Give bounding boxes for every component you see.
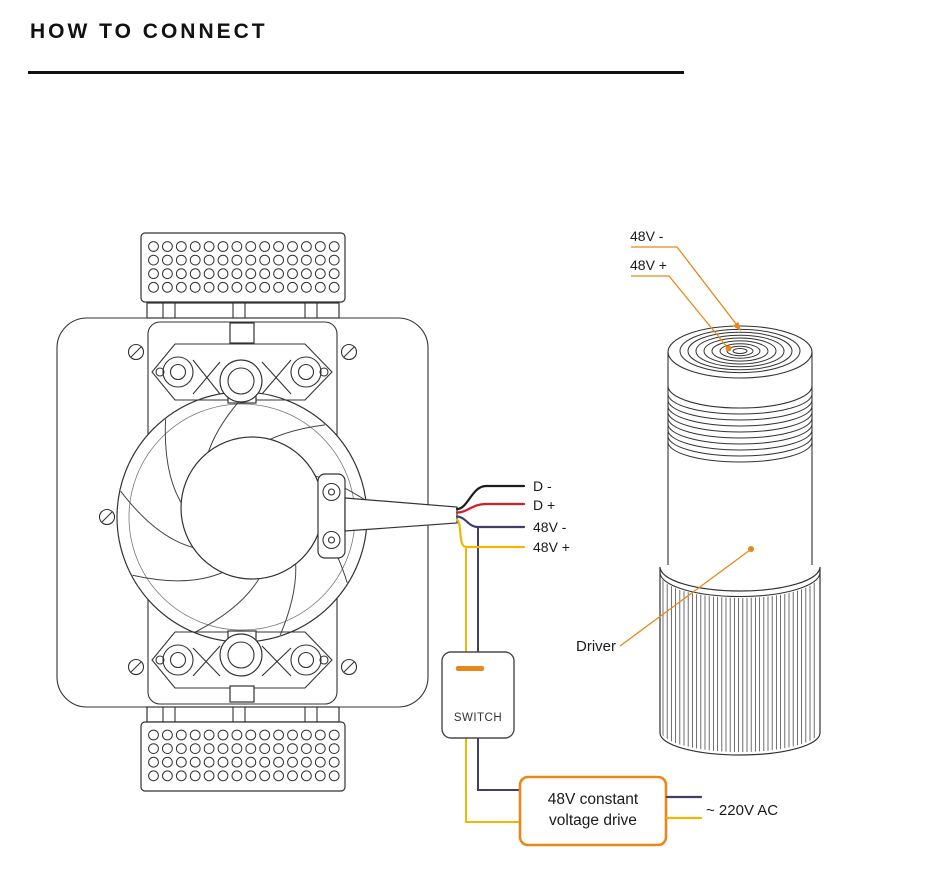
- driver-body-sides: [667, 352, 813, 565]
- wire-fanout: [455, 484, 526, 549]
- dot-48v-plus: [725, 345, 732, 352]
- page-title: HOW TO CONNECT: [30, 20, 268, 43]
- truss-center-bosses: [219, 359, 263, 677]
- drive-box-outline: [518, 775, 668, 847]
- vent-plate-bottom: [140, 706, 346, 792]
- title-underline: [28, 71, 684, 74]
- driver-heatsink-fins: [662, 574, 815, 752]
- leader-driver: [619, 549, 751, 647]
- wire-drop-48v-plus: [465, 546, 520, 823]
- switch-indicator: [456, 666, 484, 671]
- wire-label-d-plus: D +: [533, 497, 555, 513]
- driver-coil-rings: [679, 328, 801, 374]
- drive-box: 48V constant voltage drive: [518, 775, 668, 847]
- driver-cylinder: [659, 325, 821, 756]
- cable-bundle: [344, 497, 458, 532]
- label-driver-48v-plus: 48V +: [630, 257, 667, 273]
- fan-hub: [180, 436, 324, 580]
- wire-label-d-minus: D -: [533, 478, 552, 494]
- ac-input: ~ 220V AC: [665, 795, 778, 820]
- truss-bottom: [151, 631, 333, 689]
- dot-driver: [748, 546, 754, 552]
- vent-holes-top: [148, 241, 340, 293]
- lamp-unit: [56, 232, 458, 792]
- wire-drop-48v-minus: [477, 526, 520, 791]
- leader-48v-plus: [631, 275, 728, 348]
- truss-top: [151, 343, 333, 401]
- driver-heatsink-lip: [659, 572, 821, 598]
- driver-rim-band: [667, 385, 813, 409]
- wire-label-48v-minus: 48V -: [533, 519, 567, 535]
- drive-box-label-line2: voltage drive: [549, 812, 637, 829]
- wire-labels: D - D + 48V - 48V +: [533, 478, 570, 555]
- switch-label: SWITCH: [454, 712, 502, 724]
- connector-bracket: [317, 473, 346, 559]
- annotations: 48V - 48V + Driver: [576, 228, 754, 655]
- wire-d-plus: [455, 502, 526, 514]
- arrowhead-48v-minus: [732, 321, 741, 331]
- label-driver: Driver: [576, 638, 616, 655]
- wire-label-48v-plus: 48V +: [533, 539, 570, 555]
- vent-holes-bottom: [148, 729, 340, 782]
- switch-outline: [441, 651, 515, 739]
- drive-box-label-line1: 48V constant: [548, 791, 639, 808]
- leader-48v-minus: [631, 246, 741, 330]
- switch-box: SWITCH: [441, 651, 515, 739]
- wire-48v-minus: [455, 515, 526, 529]
- driver-rim: [667, 325, 813, 379]
- wire-drops: [465, 526, 520, 823]
- driver-heatsink-outline: [659, 566, 821, 756]
- vent-plate-top: [140, 232, 346, 319]
- wire-d-minus: [455, 484, 526, 511]
- label-driver-48v-minus: 48V -: [630, 228, 664, 244]
- wire-48v-plus: [455, 518, 526, 549]
- driver-threads: [667, 393, 813, 463]
- ac-label: ~ 220V AC: [706, 802, 778, 819]
